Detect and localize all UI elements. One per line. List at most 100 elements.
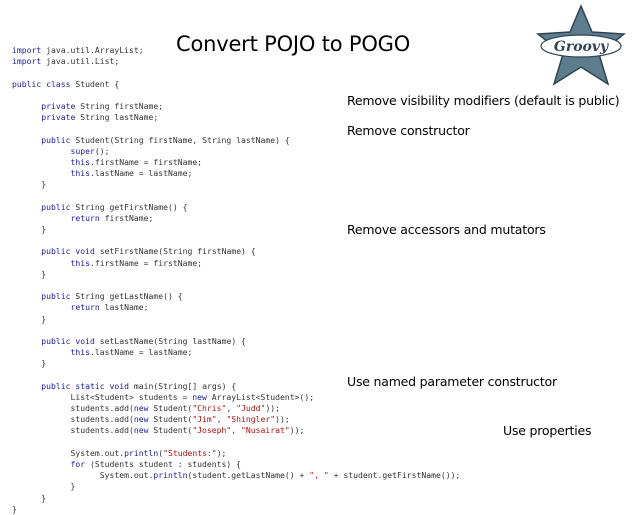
code-keyword: private	[41, 112, 76, 123]
code-string: "Students:"	[163, 447, 217, 458]
code-keyword: void	[109, 380, 130, 391]
code-keyword: public	[12, 78, 42, 89]
code-line: public class Student {	[12, 79, 460, 90]
code-text	[12, 246, 41, 256]
code-line	[12, 437, 460, 448]
code-line: import java.util.ArrayList;	[12, 45, 460, 56]
code-text: (student.getLastName() +	[187, 470, 310, 481]
code-text: }	[12, 492, 47, 503]
code-text: (	[158, 447, 164, 458]
code-text: .lastName = lastName;	[89, 168, 193, 179]
code-keyword: println	[124, 447, 159, 458]
annotation-named-params: Use named parameter constructor	[347, 374, 557, 389]
code-keyword: new	[133, 425, 149, 436]
code-text: students.add(	[12, 403, 134, 413]
annotation-properties: Use properties	[503, 423, 592, 438]
code-line	[12, 325, 460, 336]
code-text: students.add(	[12, 425, 134, 436]
code-text: main(String[] args) {	[129, 380, 237, 391]
code-keyword: this	[70, 168, 90, 179]
code-line: public String getLastName() {	[12, 291, 460, 302]
annotation-constructor: Remove constructor	[347, 123, 470, 138]
code-line: }	[12, 493, 460, 504]
code-keyword: static	[75, 380, 105, 391]
code-line: this.firstName = firstName;	[12, 258, 460, 269]
code-text: + student.getFirstName());	[328, 470, 461, 481]
code-text: .lastName = lastName;	[89, 347, 193, 358]
code-line	[12, 280, 460, 291]
code-text: String getFirstName() {	[70, 201, 188, 212]
code-text: setFirstName(String firstName) {	[94, 246, 256, 257]
code-text	[12, 213, 70, 223]
code-line: }	[12, 481, 460, 492]
code-line: }	[12, 224, 460, 235]
code-line: students.add(new Student("Chris", "Judd"…	[12, 403, 460, 414]
code-text: Student(String firstName, String lastNam…	[70, 134, 290, 145]
code-keyword: this	[70, 156, 90, 167]
code-text: String lastName;	[75, 112, 159, 123]
code-line	[12, 190, 460, 201]
code-text: }	[12, 481, 76, 492]
code-text: ,	[226, 403, 237, 413]
code-keyword: super	[70, 145, 95, 156]
code-line: super();	[12, 146, 460, 157]
slide-title: Convert POJO to POGO	[176, 32, 411, 56]
code-text	[12, 135, 41, 145]
logo-wordmark: Groovy	[554, 39, 609, 55]
code-line: import java.util.List;	[12, 56, 460, 67]
code-keyword: this	[70, 347, 90, 358]
code-string: "Judd"	[236, 403, 266, 413]
code-text: ();	[94, 145, 110, 156]
code-keyword: public	[41, 134, 71, 145]
code-text: }	[12, 358, 47, 369]
code-keyword: new	[133, 403, 149, 413]
code-line: this.lastName = lastName;	[12, 347, 460, 358]
code-keyword: println	[153, 470, 188, 481]
code-text: System.out.	[12, 470, 154, 481]
code-line: this.firstName = firstName;	[12, 157, 460, 168]
code-text: ,	[231, 425, 242, 436]
code-line: for (Students student : students) {	[12, 459, 460, 470]
code-line: this.lastName = lastName;	[12, 168, 460, 179]
code-text: }	[12, 268, 47, 279]
code-line: }	[12, 269, 460, 280]
code-text: ,	[216, 414, 227, 425]
code-text: .firstName = firstName;	[89, 257, 203, 268]
code-text	[12, 168, 70, 178]
code-keyword: new	[133, 414, 149, 425]
code-text	[12, 459, 70, 469]
code-keyword: void	[75, 246, 95, 257]
groovy-logo-icon: Groovy	[536, 4, 626, 86]
code-line: }	[12, 179, 460, 190]
code-line: List<Student> students = new ArrayList<S…	[12, 392, 460, 403]
code-text: }	[12, 313, 47, 324]
code-keyword: import	[12, 56, 42, 67]
code-line: private String firstName;	[12, 101, 460, 112]
code-line: public void setLastName(String lastName)…	[12, 336, 460, 347]
code-text: Student(	[148, 425, 193, 436]
code-line: System.out.println("Students:");	[12, 448, 460, 459]
code-keyword: private	[41, 100, 76, 111]
code-line: public Student(String firstName, String …	[12, 135, 460, 146]
code-keyword: public	[41, 335, 71, 346]
code-keyword: public	[41, 380, 71, 391]
code-keyword: import	[12, 45, 42, 55]
code-text: }	[12, 503, 17, 514]
code-line: private String lastName;	[12, 112, 460, 123]
code-keyword: class	[46, 78, 71, 89]
code-line: students.add(new Student("Jim", "Shingle…	[12, 414, 460, 425]
code-line: return lastName;	[12, 302, 460, 313]
code-keyword: public	[41, 291, 71, 302]
code-text: Student(	[148, 414, 193, 425]
code-text: ));	[275, 414, 290, 425]
code-text: Student {	[70, 78, 120, 89]
code-text: java.util.List;	[41, 56, 120, 67]
code-text: System.out.	[12, 447, 125, 458]
code-text: students.add(	[12, 414, 134, 425]
code-keyword: public	[41, 246, 71, 257]
code-text: Student(	[148, 403, 193, 413]
code-text: .firstName = firstName;	[89, 156, 203, 167]
code-text: }	[12, 224, 47, 234]
annotation-accessors: Remove accessors and mutators	[347, 222, 546, 237]
code-keyword: return	[70, 212, 100, 223]
